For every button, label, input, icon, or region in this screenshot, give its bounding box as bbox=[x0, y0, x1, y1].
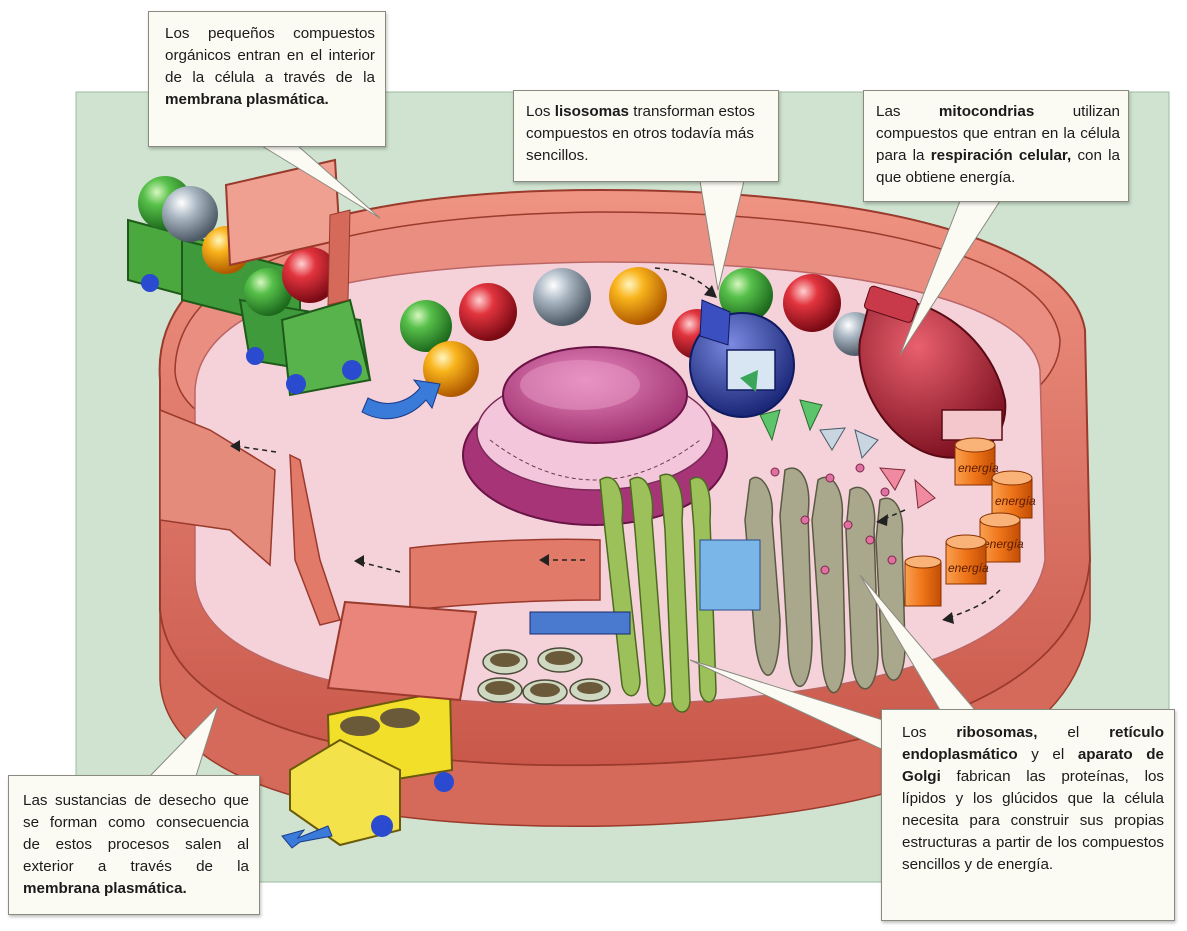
blue-tray bbox=[529, 611, 631, 635]
callout-bold: ribosomas, bbox=[956, 724, 1038, 741]
sphere-grey bbox=[533, 268, 591, 326]
callout-text: Los bbox=[902, 724, 957, 741]
membrane-fragment bbox=[159, 408, 276, 567]
callout-bold: membrana plasmática. bbox=[23, 880, 187, 897]
callout-text: Los bbox=[526, 103, 555, 120]
blue-arrow bbox=[361, 379, 441, 420]
energy-label: energía bbox=[948, 561, 989, 575]
callout-waste-exit: Las sustancias de desecho que se forman … bbox=[8, 775, 260, 915]
blue-arrow bbox=[281, 825, 333, 849]
callout-text: Las bbox=[876, 103, 939, 120]
lysosome-hatch bbox=[699, 299, 731, 346]
callout-text: utilizan compuestos que entran en la cél… bbox=[876, 103, 1120, 164]
callout-bold: aparato de Golgi bbox=[902, 746, 1164, 785]
callout-bold: respiración celular, bbox=[930, 147, 1072, 164]
callout-text: Las sustancias de desecho que se forman … bbox=[23, 792, 249, 875]
callout-text: con la que obtiene energía. bbox=[876, 147, 1120, 186]
callout-lysosomes: Los lisosomas transforman estos compuest… bbox=[513, 90, 779, 182]
energy-cylinders: energía energía energía energía bbox=[904, 437, 1036, 607]
sphere-green bbox=[400, 300, 452, 352]
callout-mitochondria: Las mitocondrias utilizan compuestos que… bbox=[863, 90, 1129, 202]
callout-synthesis: Los ribosomas, el retículo endoplasmátic… bbox=[881, 709, 1175, 921]
incoming-truck bbox=[127, 176, 372, 397]
callout-text: fabrican las proteínas, los lípidos y lo… bbox=[902, 768, 1164, 873]
lysosome-fragment bbox=[740, 370, 758, 392]
outgoing-truck bbox=[289, 688, 454, 847]
membrane-fragment bbox=[409, 538, 601, 611]
callout-bold: lisosomas bbox=[554, 103, 630, 120]
membrane-gate-side bbox=[327, 209, 351, 306]
callout-bold: retículo endoplasmático bbox=[902, 724, 1164, 763]
nucleus-highlight bbox=[520, 360, 640, 410]
molecule-fragments bbox=[714, 399, 936, 597]
sphere-red bbox=[459, 283, 517, 341]
callout-text: transforman estos compuestos en otros to… bbox=[526, 103, 755, 164]
energy-label: energía bbox=[958, 461, 999, 475]
sphere-yellow bbox=[423, 341, 479, 397]
callout-text: Los pequeños compuestos orgánicos entran… bbox=[165, 25, 375, 86]
mitochondrion-hatch bbox=[864, 285, 918, 323]
energy-label: energía bbox=[995, 494, 1036, 508]
callout-bold: membrana plasmática. bbox=[165, 91, 329, 108]
callout-membrane-entry: Los pequeños compuestos orgánicos entran… bbox=[148, 11, 386, 147]
callout-text: y el bbox=[1017, 746, 1078, 763]
ribosomes bbox=[770, 463, 897, 575]
nucleus-inner-detail bbox=[489, 439, 701, 481]
callout-text: el bbox=[1037, 724, 1110, 741]
blue-tray bbox=[699, 539, 761, 611]
sphere-green bbox=[719, 268, 773, 322]
endoplasmic-reticulum bbox=[599, 473, 717, 713]
membrane-gate bbox=[326, 600, 478, 702]
callout-pointers bbox=[148, 145, 1001, 777]
sphere-red bbox=[783, 274, 841, 332]
energy-label: energía bbox=[983, 537, 1024, 551]
membrane-fragment bbox=[289, 453, 341, 626]
mitochondrion-door bbox=[941, 409, 1003, 441]
callout-bold: mitocondrias bbox=[938, 103, 1035, 120]
sphere-yellow bbox=[609, 267, 667, 325]
